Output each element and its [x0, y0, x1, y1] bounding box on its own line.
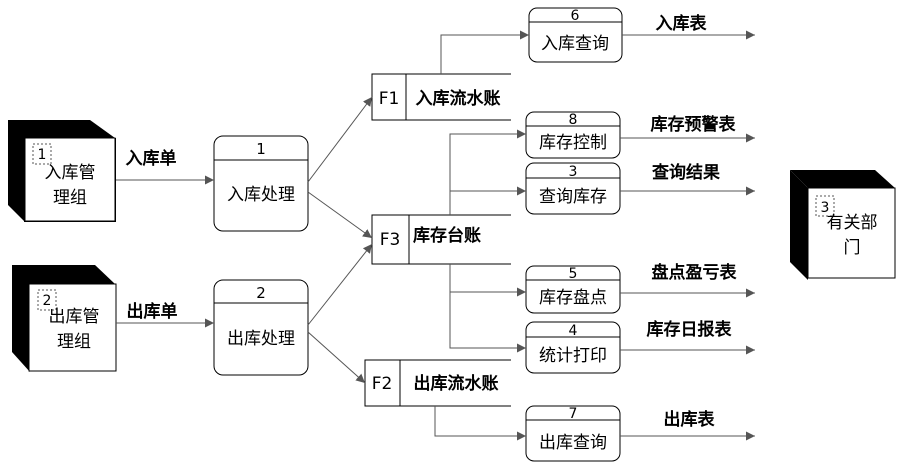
flow-label-alert-table: 库存预警表 — [651, 114, 737, 135]
store-f1-id: F1 — [379, 89, 400, 109]
process-1-number: 1 — [256, 140, 266, 158]
entity-1-name-line2: 理组 — [53, 188, 87, 208]
flow-label-daily-report: 库存日报表 — [647, 319, 733, 340]
process-2-number: 2 — [256, 284, 266, 302]
process-3-label: 查询库存 — [539, 187, 607, 207]
flow-f3-to-process8 — [449, 129, 526, 215]
flow-process1-to-f3 — [307, 191, 373, 239]
entity-3-name-line2: 门 — [844, 238, 861, 258]
entity-3-number-box — [815, 195, 835, 217]
process-6-number: 6 — [571, 8, 580, 24]
store-f2-name: 出库流水账 — [414, 373, 499, 394]
store-f3-id: F3 — [380, 230, 401, 250]
process-8-label: 库存控制 — [539, 133, 607, 153]
process-3: 3 查询库存 — [525, 162, 621, 215]
flow-label-out-slip: 出库单 — [127, 301, 178, 322]
entity-2-number-box — [37, 289, 57, 311]
entity-2-name-line2: 理组 — [57, 332, 91, 352]
store-f2-id: F2 — [372, 374, 393, 394]
store-f3-name: 库存台账 — [413, 225, 481, 246]
flow-f3-to-process4 — [449, 264, 526, 353]
flow-f1-to-process6 — [440, 30, 529, 74]
process-1: 1 入库处理 — [213, 135, 309, 232]
entity-1: 1 入库管 理组 — [8, 120, 116, 222]
entity-2-name-line1: 出库管 — [49, 307, 100, 327]
flow-lines — [116, 30, 755, 441]
flow-label-in-slip: 入库单 — [126, 148, 177, 169]
process-2-label: 出库处理 — [227, 329, 295, 349]
process-8: 8 库存控制 — [525, 111, 621, 159]
process-5-label: 库存盘点 — [539, 288, 607, 308]
entity-2-number: 2 — [43, 293, 52, 309]
process-5-number: 5 — [569, 266, 578, 282]
process-6-label: 入库查询 — [541, 34, 609, 54]
flow-process2-to-f3 — [307, 243, 373, 326]
entity-1-number-box — [32, 143, 52, 165]
process-4: 4 统计打印 — [525, 321, 621, 374]
process-5: 5 库存盘点 — [525, 265, 621, 314]
process-7: 7 出库查询 — [525, 405, 621, 462]
process-8-number: 8 — [569, 112, 578, 128]
process-4-label: 统计打印 — [539, 346, 607, 366]
entity-3-number: 3 — [821, 200, 830, 216]
process-7-label: 出库查询 — [539, 433, 607, 453]
flow-label-out-table: 出库表 — [664, 409, 716, 430]
store-f1: F1 入库流水账 — [371, 73, 511, 121]
entity-2: 2 出库管 理组 — [12, 265, 117, 372]
process-2: 2 出库处理 — [213, 279, 309, 376]
store-f1-name: 入库流水账 — [416, 88, 501, 109]
entity-1-name-line1: 入库管 — [45, 163, 96, 183]
process-4-number: 4 — [569, 323, 578, 339]
process-7-number: 7 — [569, 406, 578, 422]
entity-3-name-line1: 有关部 — [827, 213, 878, 233]
process-1-label: 入库处理 — [227, 185, 295, 205]
entity-3: 3 有关部 门 — [790, 170, 896, 280]
flow-label-query-result: 查询结果 — [651, 162, 720, 183]
process-3-number: 3 — [569, 164, 578, 180]
flow-process2-to-f2 — [307, 331, 366, 384]
flow-process1-to-f1 — [307, 96, 373, 183]
flow-label-inventory-table: 盘点盈亏表 — [652, 262, 738, 283]
flow-f2-to-process7 — [434, 406, 526, 441]
entity-1-number: 1 — [38, 147, 47, 163]
process-6: 6 入库查询 — [528, 7, 623, 63]
store-f2: F2 出库流水账 — [364, 359, 511, 407]
flow-label-in-table: 入库表 — [656, 13, 708, 34]
store-f3: F3 库存台账 — [371, 214, 511, 265]
